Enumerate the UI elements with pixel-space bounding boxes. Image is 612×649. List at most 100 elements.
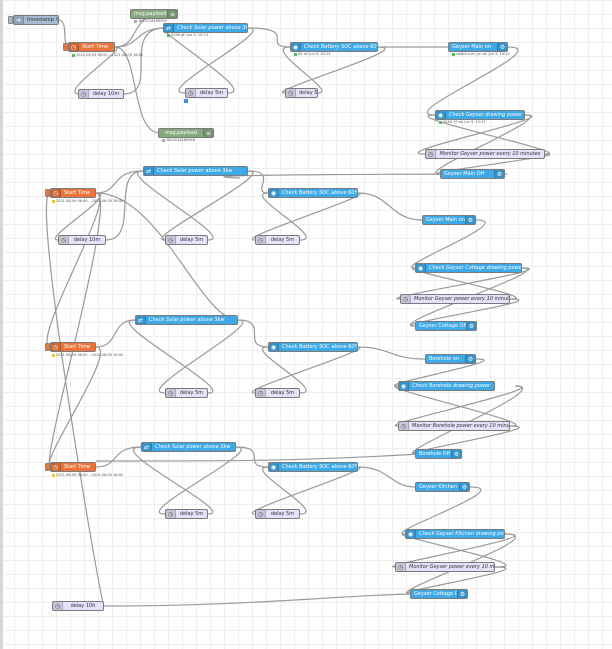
cron-button-2[interactable] (45, 189, 50, 197)
cron-button-4[interactable] (45, 463, 50, 471)
check-battery-node-3[interactable]: ◉ Check Battery SOC above 60% (268, 342, 358, 352)
check-battery-node-1[interactable]: ◉ Check Battery SOC above 60% (290, 42, 378, 52)
delay-10m-node-1[interactable]: ◷ delay 10m (78, 89, 124, 99)
debug-list-icon: ≡ (203, 129, 213, 137)
start-time-node-2[interactable]: ◷ Start Time (50, 188, 96, 198)
check-solar-node-4[interactable]: ⇄ Check Solar power above 3kw (141, 442, 236, 452)
clock-icon: ◷ (51, 343, 61, 351)
solar-status-1: 5296 at: Jun 9, 10:13 (167, 33, 208, 38)
check-solar-node-1[interactable]: ⇄ Check Solar power above 3kw (163, 23, 248, 33)
debug-list-icon: ≡ (167, 10, 177, 18)
clock-icon: ◷ (286, 89, 296, 97)
sensor-icon: ◉ (291, 43, 301, 51)
geyser-cottage-off-node-2[interactable]: Geyser Cottage Off ⚙ (410, 589, 468, 599)
battery-status-1: 62 at: Jun 9, 10:13 (294, 52, 331, 57)
check-battery-node-4[interactable]: ◉ Check Battery SOC above 60% (268, 462, 358, 472)
clock-icon: ◷ (51, 463, 61, 471)
start-time-status-1: 2021-06-09 06:00 – 2021-06-09 16:00 (72, 53, 143, 58)
borehole-on-node[interactable]: Borehole on ⚙ (425, 354, 476, 364)
cron-button-3[interactable] (45, 343, 50, 351)
service-icon: ⚙ (494, 170, 504, 178)
debug-status-2: 1623218169946 (162, 138, 195, 143)
service-icon: ⚙ (465, 355, 475, 363)
monitor-geyser-node-3[interactable]: ◷ Monitor Geyser power every 10 minutes (395, 562, 495, 572)
delay-10m-node-2[interactable]: ◷ delay 10m (58, 235, 106, 245)
clock-icon: ◷ (256, 236, 266, 244)
check-solar-node-3[interactable]: ⇄ Check Solar power above 3kw (135, 315, 238, 325)
check-solar-node-2[interactable]: ⇄ Check Solar power above 3kw (143, 166, 248, 176)
geyser-kitchen-on-node[interactable]: Geyser Kitchen on ⚙ (415, 482, 470, 492)
palette-edge (0, 0, 3, 649)
clock-icon: ◷ (166, 389, 176, 397)
clock-icon: ◷ (396, 563, 406, 571)
geyser-main-on-node[interactable]: Geyser Main on ⚙ (448, 42, 508, 52)
delay-5m-node-1b[interactable]: ◷ delay 5m (285, 88, 318, 98)
arrow-right-icon: ➜ (14, 16, 24, 24)
start-time-status-3: 2021-06-09 06:00 – 2021-06-09 16:00 (52, 353, 123, 358)
clock-icon: ◷ (166, 236, 176, 244)
clock-icon: ◷ (79, 90, 89, 98)
sensor-icon: ◉ (269, 343, 279, 351)
delay-5m-node-4b[interactable]: ◷ delay 5m (255, 509, 300, 519)
api-icon: ⇄ (136, 316, 146, 324)
service-icon: ⚙ (466, 322, 476, 330)
geyser-main-status: switch.turn_on at: Jun 9, 10:13 (452, 52, 510, 57)
delay-5m-node-3a[interactable]: ◷ delay 5m (165, 388, 208, 398)
msg-payload-debug-1[interactable]: msg.payload ≡ (130, 9, 178, 19)
check-geyser-drawing-node[interactable]: ◉ Check Geyser drawing power (435, 110, 525, 120)
geyser-cottage-off-node[interactable]: Geyser Cottage Off ⚙ (415, 321, 477, 331)
debug-status-1: 1623218169993 (134, 19, 167, 24)
sensor-icon: ◉ (399, 382, 409, 390)
api-icon: ⇄ (142, 443, 152, 451)
sensor-icon: ◉ (406, 530, 416, 538)
delay-5m-node-1a[interactable]: ◷ delay 5m (185, 88, 228, 98)
status-indicator (184, 99, 188, 103)
service-icon: ⚙ (459, 483, 469, 491)
check-borehole-drawing-node[interactable]: ◉ Check Borehole drawing power (398, 381, 495, 391)
clock-icon: ◷ (186, 89, 196, 97)
monitor-geyser-node-1[interactable]: ◷ Monitor Geyser power every 10 minutes (425, 149, 545, 159)
timestamp-inject-node[interactable]: ➜ timestamp ↻ (13, 15, 59, 25)
start-time-node-4[interactable]: ◷ Start Time (50, 462, 96, 472)
delay-5m-node-2b[interactable]: ◷ delay 5m (255, 235, 300, 245)
sensor-icon: ◉ (416, 264, 426, 272)
delay-5m-node-2a[interactable]: ◷ delay 5m (165, 235, 208, 245)
clock-icon: ◷ (69, 43, 79, 51)
clock-icon: ◷ (53, 602, 63, 610)
api-icon: ⇄ (144, 167, 154, 175)
clock-icon: ◷ (399, 422, 409, 430)
sensor-icon: ◉ (436, 111, 446, 119)
sensor-icon: ◉ (269, 189, 279, 197)
api-icon: ⇄ (164, 24, 174, 32)
inject-button[interactable] (8, 16, 13, 24)
monitor-geyser-node-2[interactable]: ◷ Monitor Geyser power every 10 minutes (400, 294, 510, 304)
geyser-main-on-node-2[interactable]: Geyser Main on ⚙ (422, 215, 476, 225)
service-icon: ⚙ (457, 590, 467, 598)
clock-icon: ◷ (426, 150, 436, 158)
start-time-status-4: 2021-06-09 06:00 – 2021-06-09 16:00 (52, 473, 123, 478)
sensor-icon: ◉ (269, 463, 279, 471)
borehole-off-node[interactable]: Borehole Off ⚙ (415, 449, 462, 459)
check-geyser-cottage-drawing-node[interactable]: ◉ Check Geyser Cottage drawing power (415, 263, 522, 273)
clock-icon: ◷ (401, 295, 411, 303)
geyser-draw-status: 3026.79 at: Jun 9, 10:13 (439, 120, 486, 125)
service-icon: ⚙ (451, 450, 461, 458)
monitor-borehole-node[interactable]: ◷ Monitor Borehole power every 10 minute… (398, 421, 510, 431)
delay-5m-node-3b[interactable]: ◷ delay 5m (255, 388, 300, 398)
start-time-node-1[interactable]: ◷ Start Time (68, 42, 115, 52)
cron-button-1[interactable] (63, 43, 68, 51)
service-icon: ⚙ (465, 216, 475, 224)
check-geyser-kitchen-drawing-node[interactable]: ◉ Check Geyser Kitchen drawing power (405, 529, 505, 539)
start-time-node-3[interactable]: ◷ Start Time (50, 342, 96, 352)
msg-payload-debug-2[interactable]: msg.payload ≡ (158, 128, 214, 138)
check-battery-node-2[interactable]: ◉ Check Battery SOC above 60% (268, 188, 358, 198)
delay-5m-node-4a[interactable]: ◷ delay 5m (165, 509, 208, 519)
clock-icon: ◷ (256, 389, 266, 397)
clock-icon: ◷ (59, 236, 69, 244)
geyser-main-off-node[interactable]: Geyser Main Off ⚙ (440, 169, 505, 179)
start-time-status-2: 2021-06-09 06:00 – 2021-06-09 16:00 (52, 199, 123, 204)
clock-icon: ◷ (256, 510, 266, 518)
clock-icon: ◷ (166, 510, 176, 518)
service-icon: ⚙ (497, 43, 507, 51)
delay-10h-node[interactable]: ◷ delay 10h (52, 601, 104, 611)
